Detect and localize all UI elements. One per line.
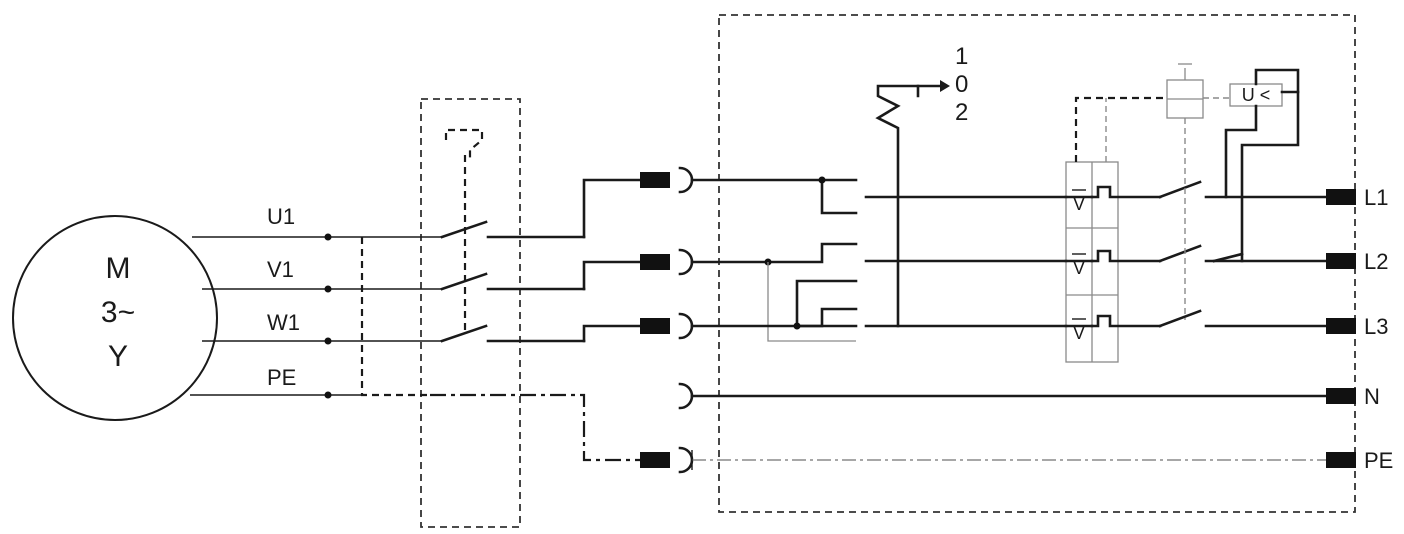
connector-l1-socket (678, 166, 694, 194)
supply-label-l2: L2 (1364, 249, 1388, 274)
motor-symbol (12, 215, 218, 421)
motor-label-phase: 3~ (101, 296, 135, 329)
isolator-switch (440, 128, 586, 343)
terminal-n (1326, 388, 1356, 404)
connector-l2-socket (678, 248, 694, 276)
isolator-outputs (430, 178, 642, 462)
supply-label-l1: L1 (1364, 185, 1388, 210)
connector-l1-plug (640, 172, 670, 188)
terminal-l3 (1326, 318, 1356, 334)
voltage-symbol-l3: V (1073, 323, 1085, 343)
selector-position-2: 2 (955, 99, 968, 126)
connector-l3-plug (640, 318, 670, 334)
control-panel-enclosure (718, 14, 1356, 513)
voltage-monitor: V V V (1064, 161, 1162, 363)
terminal-pe (1326, 452, 1356, 468)
undervoltage-release-symbol: U < (1242, 85, 1271, 105)
motor: M 3~ Y (12, 215, 218, 421)
connector-l2-plug (640, 254, 670, 270)
motor-feeders (190, 233, 442, 399)
voltage-symbol-l1: V (1073, 194, 1085, 214)
terminal-label-w1: W1 (267, 310, 300, 335)
supply-label-l3: L3 (1364, 314, 1388, 339)
terminal-l2 (1326, 253, 1356, 269)
connector-pe-plug (640, 452, 670, 468)
terminal-label-pe-motor: PE (267, 365, 296, 390)
selector-position-1: 1 (955, 43, 968, 70)
connector-pe-socket (678, 446, 694, 474)
plug-connectors (640, 166, 694, 474)
terminal-l1 (1326, 189, 1356, 205)
supply-label-n: N (1364, 384, 1380, 409)
terminal-label-v1: V1 (267, 257, 294, 282)
connector-n-socket (678, 382, 694, 410)
selector-position-0: 0 (955, 71, 968, 98)
connector-l3-socket (678, 312, 694, 340)
voltage-symbol-l2: V (1073, 258, 1085, 278)
supply-label-pe: PE (1364, 448, 1393, 473)
main-bus (690, 195, 1328, 470)
terminal-label-u1: U1 (267, 204, 295, 229)
motor-label-y: Y (108, 340, 128, 373)
changeover-wiring: 1 0 2 (690, 43, 968, 342)
supply-terminals: L1 L2 L3 N PE (1326, 185, 1393, 473)
circuit-breaker: U < (1074, 63, 1328, 328)
motor-label-m: M (106, 252, 131, 285)
isolator-enclosure (420, 98, 521, 528)
